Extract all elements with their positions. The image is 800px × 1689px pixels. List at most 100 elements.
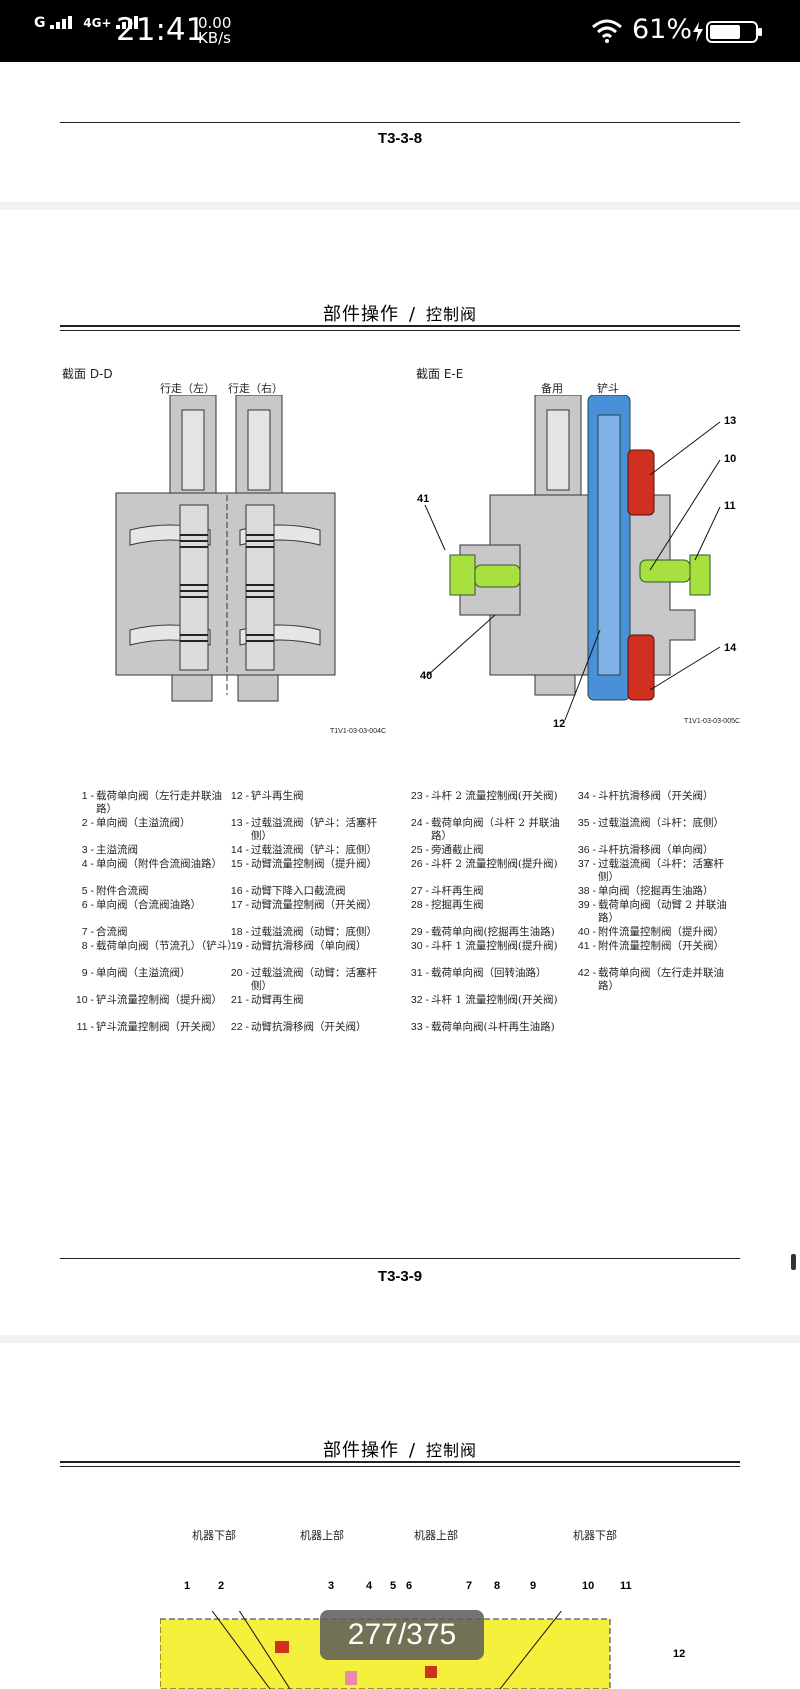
legend-text: 过载溢流阀（铲斗：活塞杆侧） (251, 817, 377, 842)
legend-number: 42 - (577, 967, 596, 979)
callout-10: 10 (724, 453, 737, 465)
legend-number: 33 - (410, 1021, 429, 1033)
legend-number: 7 - (81, 926, 94, 938)
legend-text: 斗杆抗滑移阀（单向阀） (598, 844, 714, 856)
section-dd-figure (115, 395, 336, 702)
legend-text: 斗杆抗滑移阀（开关阀） (598, 790, 714, 802)
legend-number: 35 - (577, 817, 596, 829)
legend-text: 单向阀（附件合流阀油路） (96, 858, 222, 870)
machine-lower-label-2: 机器下部 (573, 1529, 617, 1542)
travel-left-label: 行走（左） (160, 382, 215, 395)
next-callout: 9 (530, 1580, 537, 1592)
legend-text: 动臂流量控制阀（开关阀） (251, 899, 377, 911)
next-callout: 8 (494, 1580, 501, 1592)
legend-number: 20 - (230, 967, 249, 979)
legend-number: 17 - (230, 899, 249, 911)
next-callout: 5 (390, 1580, 397, 1592)
legend-text: 载荷单向阀（斗杆 2 并联油路） (431, 817, 560, 842)
section-ee-label: 截面 E-E (416, 367, 464, 381)
figure-ee-code: T1V1-03-03-005C (684, 718, 741, 725)
legend-text: 动臂抗滑移阀（单向阀） (251, 940, 367, 952)
callout-11: 11 (724, 500, 736, 512)
page-footer-rule (60, 1258, 740, 1259)
bucket-label: 铲斗 (597, 382, 619, 395)
legend-text: 单向阀（合流阀油路） (96, 899, 201, 911)
page-previous: T3-3-8 (0, 62, 800, 202)
signal-indicator: G 4G+ (34, 15, 144, 31)
next-page-header: 部件操作/控制阀 (0, 1436, 800, 1462)
signal-bars-2-icon (116, 16, 139, 29)
next-callout: 3 (328, 1580, 335, 1592)
network-speed: 0.00 KB/s (198, 16, 231, 46)
spare-label: 备用 (541, 382, 563, 395)
scrollbar-thumb[interactable] (791, 1254, 796, 1270)
legend-text: 铲斗流量控制阀（提升阀） (96, 994, 222, 1006)
legend-number: 39 - (577, 899, 596, 911)
legend-text: 主溢流阀 (96, 844, 138, 856)
legend-number: 37 - (577, 858, 596, 870)
figure-dd-code: T1V1-03-03-004C (330, 728, 387, 735)
next-header-separator: / (408, 1440, 417, 1461)
legend-text: 合流阀 (96, 926, 128, 938)
legend-number: 5 - (81, 885, 94, 897)
legend-number: 23 - (410, 790, 429, 802)
network-label: G (34, 15, 46, 31)
page-main: 部件操作/控制阀 截面 D-D 截面 E-E 行走（左） 行走（右） 备用 铲斗 (0, 210, 800, 1335)
legend-text: 铲斗再生阀 (251, 790, 304, 802)
legend-text: 载荷单向阀（左行走并联油路） (598, 967, 724, 992)
legend-number: 6 - (81, 899, 94, 911)
legend-number: 38 - (577, 885, 596, 897)
legend-text: 动臂下降入口截流阀 (251, 885, 346, 897)
callout-leaders (424, 421, 721, 721)
speed-unit: KB/s (198, 29, 231, 47)
next-callout: 7 (466, 1580, 473, 1592)
page-footer-rule (60, 122, 740, 123)
legend-text: 过载溢流阀（动臂：活塞杆侧） (251, 967, 377, 992)
legend-number: 2 - (81, 817, 94, 829)
header-rule-thin (60, 330, 740, 331)
next-callout: 12 (673, 1648, 686, 1660)
section-dd-label: 截面 D-D (62, 367, 113, 381)
legend-number: 16 - (230, 885, 249, 897)
legend-number: 11 - (76, 1021, 94, 1033)
next-callout: 4 (366, 1580, 373, 1592)
next-header-rule-thin (60, 1466, 740, 1467)
legend-number: 25 - (410, 844, 429, 856)
legend-number: 9 - (81, 967, 94, 979)
legend-number: 21 - (230, 994, 249, 1006)
travel-right-label: 行走（右） (228, 382, 283, 395)
next-header-rule (60, 1461, 740, 1463)
legend-number: 40 - (577, 926, 596, 938)
callout-40: 40 (420, 670, 433, 682)
header-title: 部件操作 (322, 304, 399, 325)
legend-number: 14 - (230, 844, 249, 856)
status-bar: G 4G+ 21:41 0.00 KB/s 61% (0, 0, 800, 62)
legend-text: 斗杆 1 流量控制阀(提升阀) (431, 940, 558, 952)
speed-value: 0.00 (198, 14, 232, 32)
legend-number: 1 - (81, 790, 94, 802)
next-callout: 6 (406, 1580, 413, 1592)
page-number: T3-3-9 (377, 1268, 423, 1285)
page-number: T3-3-8 (377, 130, 423, 147)
legend-number: 3 - (81, 844, 94, 856)
page-indicator: 277/375 (320, 1610, 484, 1660)
legend-number: 4 - (81, 858, 94, 870)
header-subtitle: 控制阀 (426, 305, 478, 324)
legend-number: 15 - (230, 858, 249, 870)
next-header-subtitle: 控制阀 (426, 1441, 478, 1460)
legend-text: 单向阀（挖掘再生油路） (598, 885, 714, 897)
section-ee-figure (449, 395, 711, 701)
legend-text: 过载溢流阀（斗杆：底侧） (598, 817, 724, 829)
legend-text: 过载溢流阀（斗杆：活塞杆侧） (598, 858, 724, 883)
legend-text: 载荷单向阀（回转油路） (431, 967, 547, 979)
legend-number: 10 - (75, 994, 94, 1006)
legend-number: 19 - (230, 940, 249, 952)
page-header: 部件操作/控制阀 (0, 300, 800, 326)
legend-text: 附件合流阀 (96, 885, 149, 897)
header-rule (60, 325, 740, 327)
callout-41: 41 (417, 493, 430, 505)
legend-text: 载荷单向阀（动臂 2 并联油路） (598, 899, 727, 924)
legend-text: 单向阀（主溢流阀） (96, 817, 191, 829)
next-callout: 1 (184, 1580, 191, 1592)
legend-text: 斗杆 2 流量控制阀(提升阀) (431, 858, 558, 870)
